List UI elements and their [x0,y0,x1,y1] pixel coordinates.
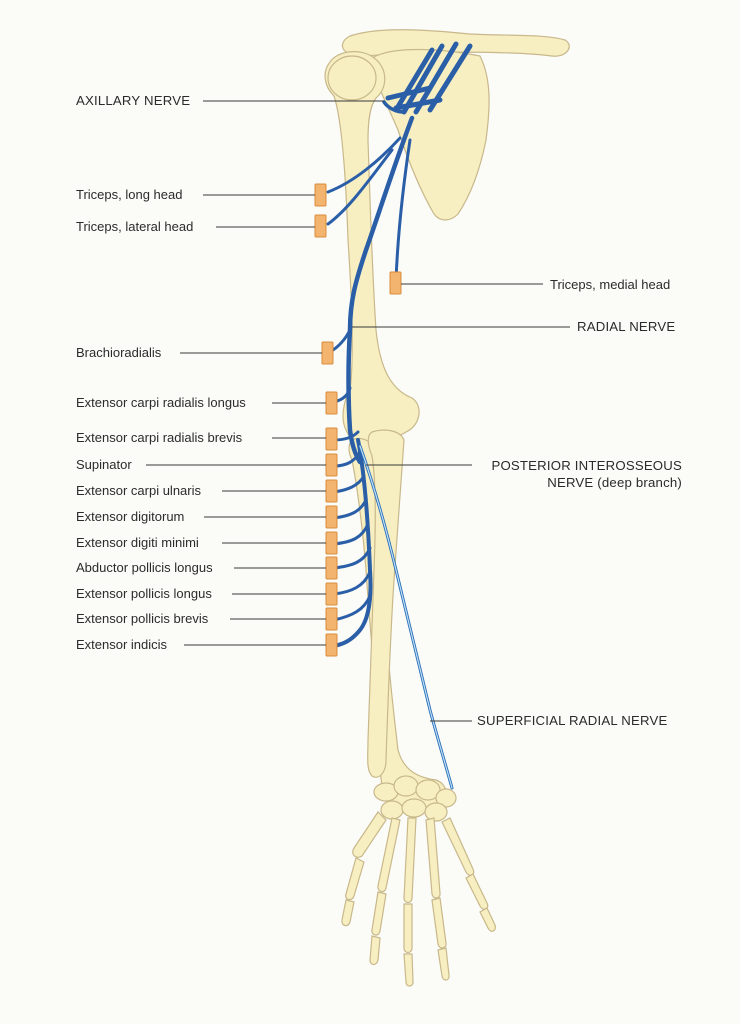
thumb-bones [341,811,387,927]
label-extensor-pollicis-longus: Extensor pollicis longus [76,586,212,601]
triceps-medial-branch [394,138,412,282]
marker-ed [325,505,338,529]
brachial-plexus [385,41,473,115]
ring-finger-bones [425,817,450,981]
marker-edm [325,531,338,555]
nerves [326,41,473,790]
little-finger-bones [441,817,496,932]
marker-ecu [325,479,338,503]
marker-brachioradialis [321,341,334,365]
label-extensor-pollicis-brevis: Extensor pollicis brevis [76,611,209,626]
label-ecu: Extensor carpi ulnaris [76,483,201,498]
marker-ei [325,633,338,657]
label-extensor-digitorum: Extensor digitorum [76,509,185,524]
radial-nerve-trunk [346,115,415,465]
label-brachioradialis: Brachioradialis [76,345,162,360]
scapula [371,48,490,221]
label-ecrl: Extensor carpi radialis longus [76,395,246,410]
triceps-long-branch [326,136,402,194]
label-triceps-medial-head: Triceps, medial head [550,277,671,292]
muscle-markers [314,183,402,657]
marker-triceps-medial [389,271,402,295]
marker-epl [325,582,338,606]
leader-lines [146,100,570,722]
ulna [367,429,405,778]
label-pin-line-1: POSTERIOR INTEROSSEOUS [491,458,682,473]
marker-epb [325,607,338,631]
humerus [324,51,420,444]
label-superficial-radial-nerve: SUPERFICIAL RADIAL NERVE [477,713,668,728]
label-pin-line-2: NERVE (deep branch) [547,475,682,490]
marker-triceps-lateral [314,214,327,238]
label-abductor-pollicis-longus: Abductor pollicis longus [76,560,213,575]
marker-ecrb [325,427,338,451]
axillary-nerve-branch [382,100,406,114]
middle-finger-bones [403,817,417,987]
marker-triceps-long [314,183,327,207]
humeral-head [327,55,377,101]
marker-supinator [325,453,338,477]
marker-apl [325,556,338,580]
label-extensor-indicis: Extensor indicis [76,637,168,652]
label-triceps-long-head: Triceps, long head [76,187,183,202]
marker-ecrl [325,391,338,415]
label-ecrb: Extensor carpi radialis brevis [76,430,243,445]
label-posterior-interosseous-nerve: POSTERIOR INTEROSSEOUS NERVE (deep branc… [491,457,682,491]
label-axillary-nerve: AXILLARY NERVE [76,93,191,108]
label-radial-nerve: RADIAL NERVE [577,319,676,334]
posterior-interosseous-nerve [332,438,373,648]
triceps-lateral-branch [326,148,394,226]
carpal-bones [373,775,457,822]
skeleton [324,29,570,987]
index-finger-bones [369,817,401,966]
label-triceps-lateral-head: Triceps, lateral head [76,219,194,234]
label-supinator: Supinator [76,457,132,472]
label-extensor-digiti-minimi: Extensor digiti minimi [76,535,199,550]
